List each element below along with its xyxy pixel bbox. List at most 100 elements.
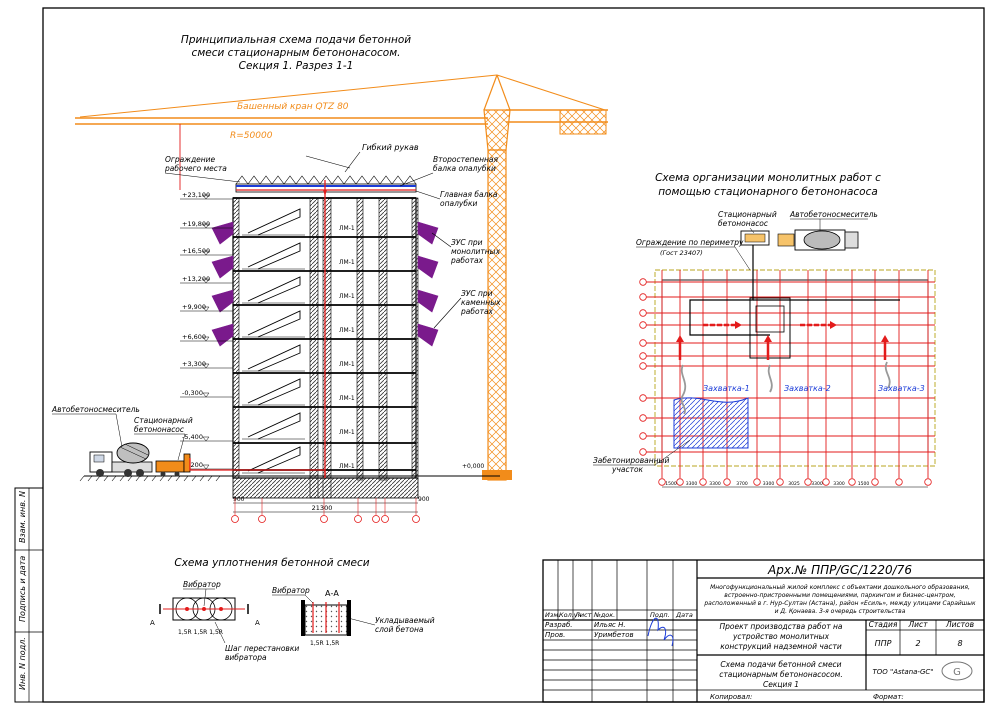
grip-label-3: Захватка-3: [878, 384, 925, 393]
fence-label-line-2: (Гост 23407): [660, 249, 703, 257]
level-mark-text: +19,800: [182, 220, 210, 228]
elevator-tag: ЛМ-1: [339, 429, 355, 436]
sheet-title-line-3: Секция 1: [763, 680, 799, 689]
header-doc: №док.: [593, 611, 615, 619]
scaffold-platforms: [211, 221, 439, 347]
project-line-4: и Д. Қонаева. 3-я очередь строительства: [775, 608, 906, 615]
project-line-1: Многофункциональный жилой комплекс с объ…: [710, 584, 970, 591]
header-sign: Подп.: [650, 611, 670, 619]
roof-formwork: [235, 175, 417, 478]
sheet-title-line-1: Схема подачи бетонной смеси: [720, 660, 841, 669]
plan-drawing: Схема организации монолитных работ с пом…: [593, 172, 936, 488]
section-title-line-1: Принципиальная схема подачи бетонной: [181, 34, 411, 46]
level-marks: +23,100 +19,800 +16,500 +13,200 +9,900 +6,600…: [180, 191, 355, 470]
concreted-label-line-1: Забетонированный: [593, 456, 669, 465]
level-mark: +23,100: [180, 191, 233, 200]
doc-number: Арх.№ ППР/GC/1220/76: [767, 563, 912, 577]
section-title-line-2: смеси стационарным бетононасосом.: [192, 47, 401, 59]
section-pump-label-line-2: бетононасос: [134, 425, 185, 434]
mono-platform-label-1: ЗУС при: [451, 238, 483, 247]
dim-right: 900: [418, 496, 430, 503]
guard-label-line-1: Ограждение: [165, 155, 216, 164]
elevator-tag: ЛМ-1: [339, 361, 355, 368]
company-logo: G: [941, 661, 973, 681]
grip-label-2: Захватка-2: [784, 384, 831, 393]
sheets-header: Листов: [945, 620, 974, 629]
name-checker: Уримбетов: [594, 631, 634, 639]
header-list: Лист: [574, 611, 592, 619]
plan-dim: 3300: [811, 481, 823, 487]
level-mark-text: +16,500: [182, 247, 210, 255]
section-aa-label: А-А: [325, 589, 339, 598]
layer-label-line-2: слой бетона: [375, 625, 424, 634]
dim-total: 21300: [312, 504, 333, 512]
section-title-line-3: Секция 1. Разрез 1-1: [239, 60, 354, 72]
plan-dim: 3025: [788, 481, 800, 487]
vibrator-label-1: Вибратор: [183, 580, 221, 589]
elevator-tag: ЛМ-1: [339, 293, 355, 300]
plan-pump-label-line-2: бетононасос: [718, 219, 769, 228]
hose-label: Гибкий рукав: [362, 143, 419, 152]
level-mark-text: +3,300: [182, 360, 206, 368]
stone-platform-label-2: каменных: [461, 298, 501, 307]
plan-dim: 3300: [686, 481, 698, 487]
level-mark: +13,200: [180, 275, 233, 284]
plan-dim: 3300: [763, 481, 775, 487]
level-mark: +3,300: [180, 360, 233, 369]
main-beam-label-line-1: Главная балка: [440, 190, 498, 199]
crane-radius-label: R=50000: [230, 131, 273, 141]
copied-label: Копировал:: [710, 693, 752, 701]
header-izm: Изм.: [545, 611, 560, 619]
side-stamp: Инв. N подл. Подпись и дата Взам. инв. N: [14, 487, 44, 703]
doc-title-line-1: Проект производства работ на: [720, 622, 843, 631]
plan-dim: 1500: [858, 481, 870, 487]
layer-label-line-1: Укладываемый: [375, 616, 435, 625]
role-developed: Разраб.: [545, 621, 573, 629]
sheets-value: 8: [957, 639, 962, 648]
doc-title-line-2: устройство монолитных: [732, 632, 830, 641]
signature: [647, 617, 674, 647]
sheet-frame: [42, 7, 985, 703]
main-beam-label-line-2: опалубки: [440, 199, 477, 208]
sheet-value: 2: [915, 639, 920, 648]
mono-platform-label-3: работах: [450, 256, 484, 265]
svg-text:G: G: [953, 667, 961, 678]
compaction-drawing: Схема уплотнения бетонной смеси А А 1,5R…: [150, 557, 435, 662]
header-kol: Кол.уч: [559, 611, 582, 619]
level-mark: +19,800: [180, 220, 233, 229]
project-line-2: встроенно-пристроенными помещениями, пар…: [724, 592, 956, 599]
title-block: [542, 559, 985, 703]
level-mark-text: -8,200: [182, 461, 203, 469]
grip-label-1: Захватка-1: [703, 384, 750, 393]
concreted-label-line-2: участок: [611, 465, 644, 474]
level-mark-text: +9,900: [182, 303, 206, 311]
fence-label-line-1: Ограждение по периметру: [636, 238, 744, 247]
step-label-line-1: Шаг перестановки: [225, 644, 299, 653]
company-name: ТОО "Astana-GC": [873, 668, 934, 676]
level-mark-text: -0,300: [182, 389, 203, 397]
level-mark-text: +6,600: [182, 333, 206, 341]
plan-dim: 1500: [665, 481, 677, 487]
guard-label-line-2: рабочего места: [164, 164, 227, 173]
plan-dim: 3700: [736, 481, 748, 487]
stage-header: Стадия: [869, 620, 898, 629]
format-label: Формат:: [873, 693, 904, 701]
section-drawing: Принципиальная схема подачи бетонной сме…: [51, 34, 608, 523]
staircase: [242, 208, 305, 474]
elevator-tag: ЛМ-1: [339, 327, 355, 334]
mono-platform-label-2: монолитных: [451, 247, 501, 256]
stone-platform-label-1: ЗУС при: [461, 289, 493, 298]
stone-platform-label-3: работах: [460, 307, 494, 316]
level-mark: +6,600: [180, 333, 233, 342]
name-developer: Ильяс Н.: [594, 621, 626, 629]
project-line-3: расположенный в г. Нур-Султан (Астана), …: [703, 600, 976, 607]
doc-title-line-3: конструкций надземной части: [720, 642, 842, 651]
level-mark: +16,500: [180, 247, 233, 256]
side-stamp-inv-number: Инв. N подл.: [18, 637, 27, 690]
stage-value: ППР: [875, 639, 892, 648]
plan-truck: [777, 229, 859, 251]
concrete-mixer-truck: [89, 442, 153, 477]
